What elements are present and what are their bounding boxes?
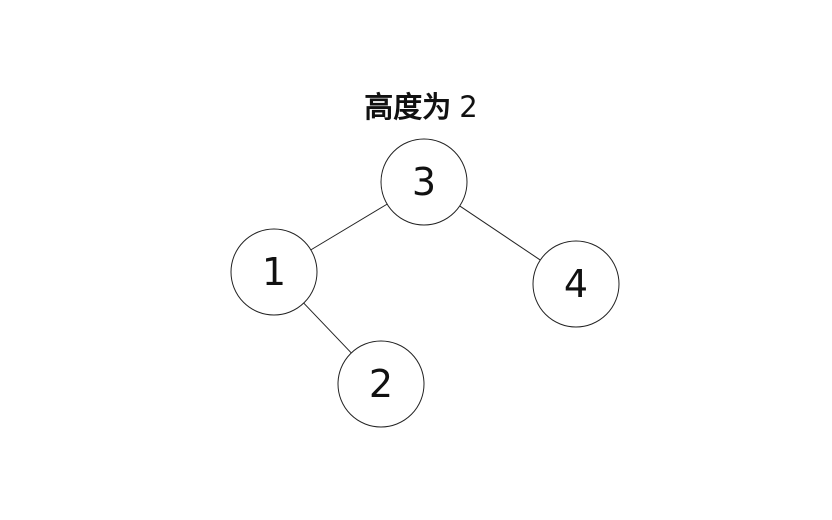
caption-value: 2 xyxy=(459,90,477,124)
tree-edge-n3-n4 xyxy=(459,205,541,261)
tree-node-circle xyxy=(337,340,425,428)
tree-nodes: 3 1 4 2 xyxy=(230,138,620,428)
tree-node-3: 3 xyxy=(380,138,468,226)
tree-node-label: 3 xyxy=(412,160,436,204)
tree-node-label: 2 xyxy=(369,362,393,406)
tree-node-label: 4 xyxy=(564,262,588,306)
tree-edge-n3-n1 xyxy=(310,203,388,251)
tree-edge-n1-n2 xyxy=(303,302,352,354)
caption-text: 高度为 xyxy=(364,90,451,124)
tree-node-label: 1 xyxy=(262,250,286,294)
tree-node-circle xyxy=(230,228,318,316)
tree-edges xyxy=(303,203,541,354)
tree-node-2: 2 xyxy=(337,340,425,428)
tree-node-4: 4 xyxy=(532,240,620,328)
tree-node-circle xyxy=(532,240,620,328)
tree-node-circle xyxy=(380,138,468,226)
tree-node-1: 1 xyxy=(230,228,318,316)
